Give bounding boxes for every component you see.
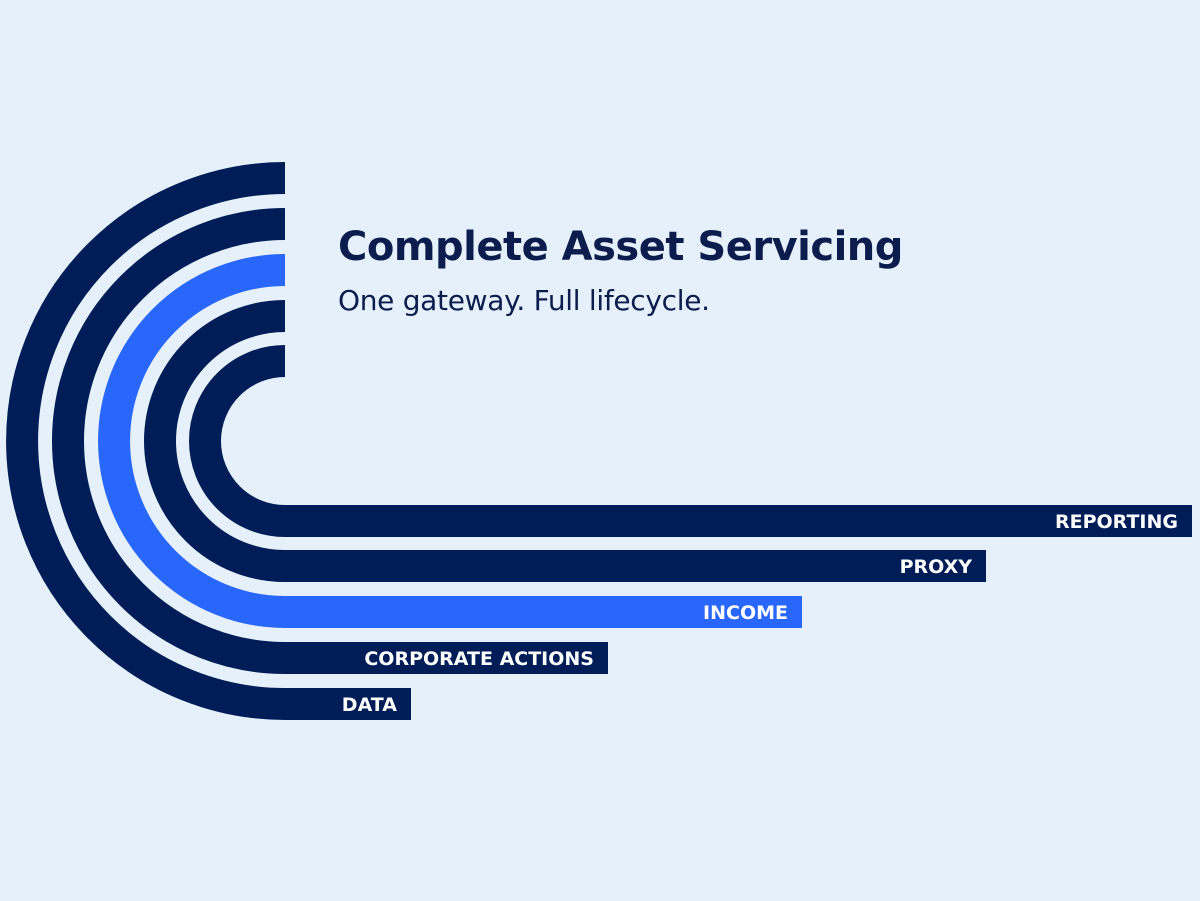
band-data xyxy=(6,162,411,720)
page-subtitle: One gateway. Full lifecycle. xyxy=(338,284,710,317)
band-label-proxy: PROXY xyxy=(900,556,973,578)
page-title: Complete Asset Servicing xyxy=(338,224,903,270)
band-income xyxy=(98,254,802,628)
band-proxy xyxy=(144,300,986,582)
band-label-corporate-actions: CORPORATE ACTIONS xyxy=(364,648,594,670)
band-reporting xyxy=(189,345,1192,537)
band-corporate-actions xyxy=(52,208,608,674)
lifecycle-bands: DATA CORPORATE ACTIONS INCOME PROXY REPORTIN… xyxy=(6,162,1192,720)
band-label-data: DATA xyxy=(342,694,397,716)
band-label-reporting: REPORTING xyxy=(1055,511,1178,533)
band-label-income: INCOME xyxy=(703,602,788,624)
